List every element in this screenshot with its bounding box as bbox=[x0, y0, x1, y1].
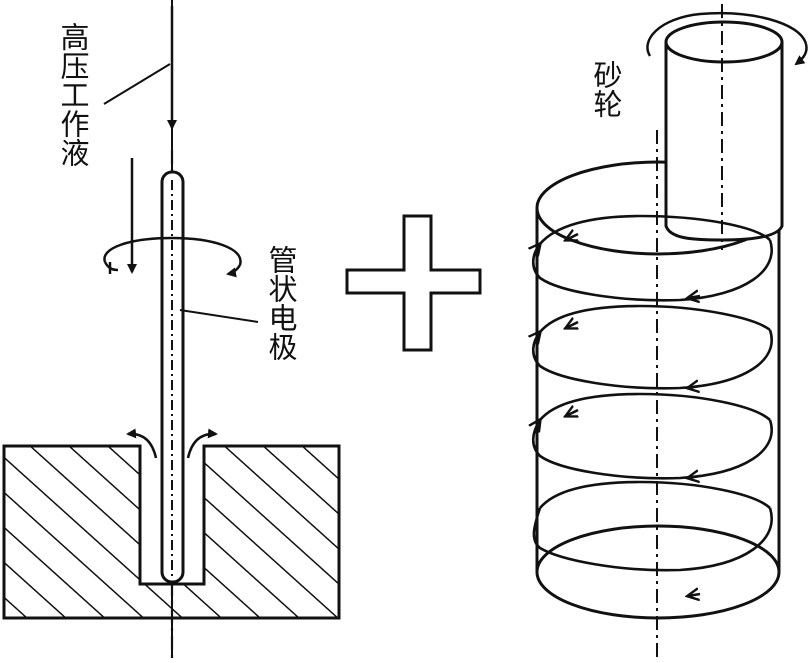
workpiece bbox=[2, 444, 341, 620]
workpiece-outline bbox=[2, 444, 341, 620]
helical-path bbox=[533, 214, 773, 596]
grinding-wheel bbox=[664, 4, 784, 250]
workpiece-block bbox=[4, 446, 339, 618]
plus-sign-icon bbox=[345, 214, 482, 352]
outflow-right-arrow bbox=[186, 428, 218, 459]
tubular-electrode bbox=[160, 170, 185, 584]
fluid-leader-line bbox=[103, 63, 171, 105]
label-grinding-wheel: 砂轮 bbox=[589, 60, 623, 118]
label-high-pressure-fluid: 高压工作液 bbox=[56, 22, 90, 167]
electrode-rotation-arrow bbox=[103, 236, 242, 278]
electrode-leader-line bbox=[179, 309, 259, 323]
wheel-rotation-arrow bbox=[646, 12, 808, 66]
outflow-left-arrow bbox=[126, 428, 158, 459]
label-tubular-electrode: 管状电极 bbox=[264, 245, 298, 361]
